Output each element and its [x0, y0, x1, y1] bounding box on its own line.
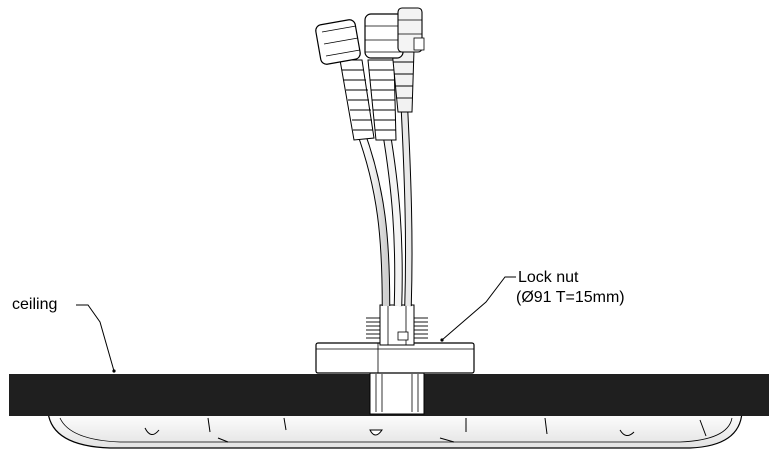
- connector-right: [397, 7, 425, 53]
- upper-stem: [366, 304, 428, 346]
- antenna-base: [47, 411, 743, 449]
- ceiling-callout: ceiling: [12, 296, 116, 373]
- lock-nut: [315, 342, 475, 374]
- ceiling-label: ceiling: [12, 296, 57, 313]
- connector-left: [315, 19, 361, 65]
- connector-middle: [364, 13, 404, 59]
- lock-nut-label: Lock nut: [518, 269, 579, 286]
- strain-relief-boots: [339, 49, 415, 141]
- lock-nut-callout: Lock nut (Ø91 T=15mm): [440, 269, 625, 342]
- coax-connectors: [315, 7, 425, 65]
- threaded-stem: [369, 369, 425, 415]
- cables: [356, 99, 413, 307]
- lock-nut-spec-label: (Ø91 T=15mm): [516, 289, 625, 306]
